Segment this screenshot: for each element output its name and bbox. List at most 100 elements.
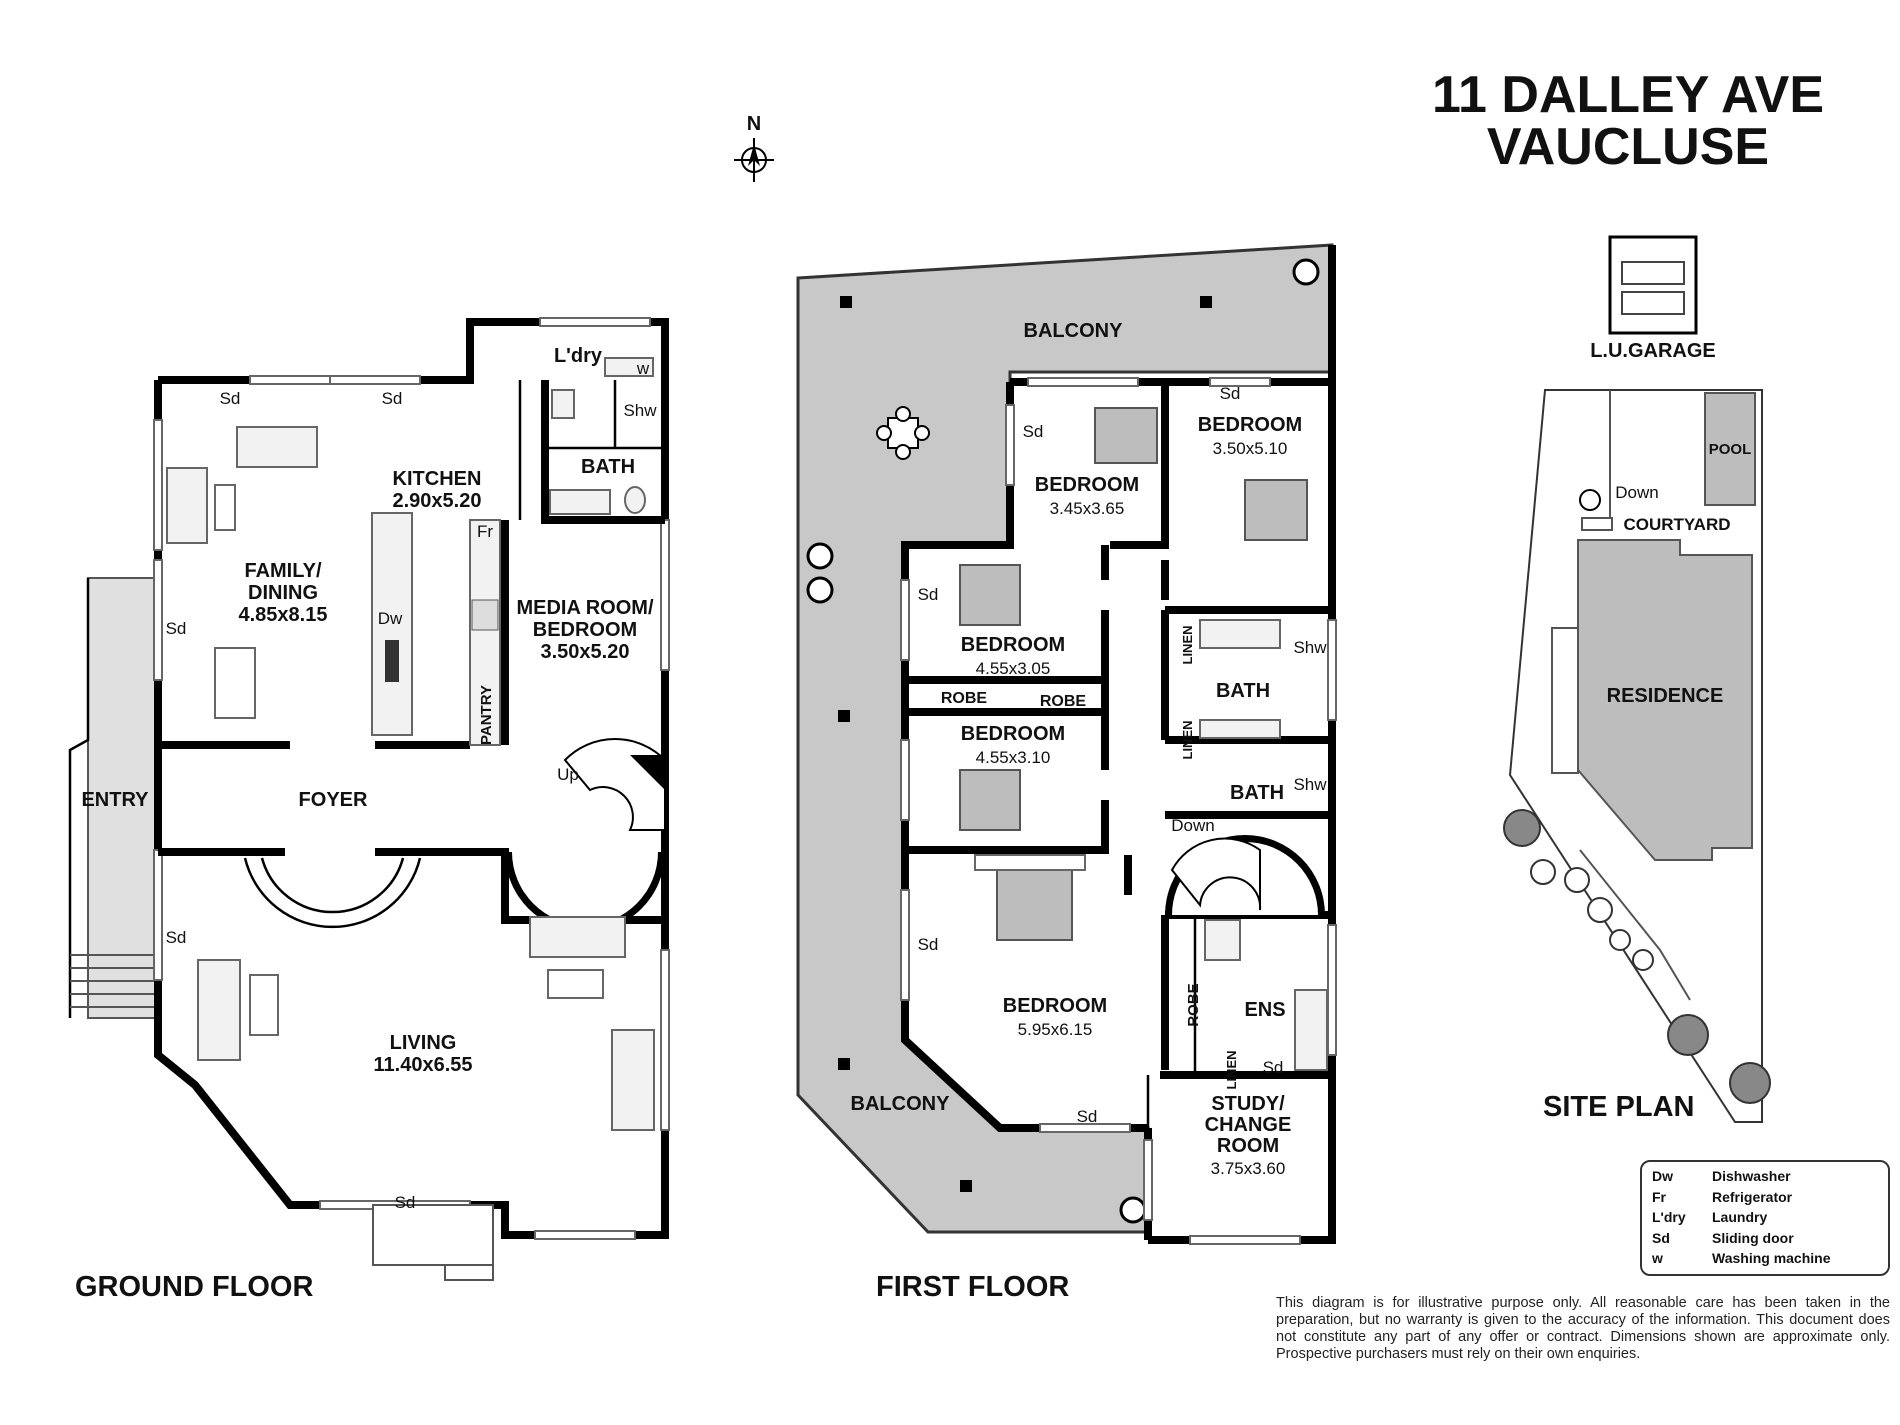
svg-text:PANTRY: PANTRY — [478, 685, 495, 745]
svg-text:Down: Down — [1171, 816, 1214, 835]
svg-text:ROBE: ROBE — [1185, 983, 1202, 1026]
bed1-label: BEDROOM — [1035, 474, 1139, 496]
bed-icon — [996, 869, 1073, 941]
entry-stairs — [70, 954, 158, 1008]
svg-text:LINEN: LINEN — [1224, 1051, 1239, 1090]
media-label: MEDIA ROOM/ — [516, 597, 653, 619]
sofa-icon — [236, 426, 318, 468]
svg-text:Dw: Dw — [378, 609, 403, 628]
outdoor-table-icon — [876, 406, 930, 460]
bed3-label: BEDROOM — [961, 634, 1065, 656]
svg-text:N: N — [747, 113, 761, 135]
svg-text:Shw: Shw — [623, 401, 657, 420]
study-label: STUDY/ — [1211, 1093, 1285, 1115]
svg-text:LINEN: LINEN — [1180, 721, 1195, 760]
study-label-2: CHANGE — [1205, 1114, 1292, 1136]
toilet-icon — [624, 486, 646, 514]
family-label: FAMILY/ — [244, 560, 321, 582]
svg-text:Shw: Shw — [1293, 775, 1327, 794]
media-label-2: BEDROOM — [533, 619, 637, 641]
living-sofa-right-icon — [611, 1029, 655, 1131]
bed-icon — [959, 769, 1021, 831]
kitchen-island — [371, 512, 413, 736]
svg-text:ROBE: ROBE — [941, 690, 988, 707]
bed2-label: BEDROOM — [1198, 414, 1302, 436]
title-suburb: VAUCLUSE — [1487, 118, 1769, 176]
study-label-3: ROOM — [1217, 1135, 1279, 1157]
svg-text:ROBE: ROBE — [1040, 693, 1087, 710]
dining-table-icon — [214, 647, 256, 719]
svg-text:Sd: Sd — [166, 928, 187, 947]
north-arrow-icon: N — [734, 113, 774, 182]
bath1-label: BATH — [1216, 680, 1270, 702]
svg-text:Sd: Sd — [1077, 1107, 1098, 1126]
svg-text:LINEN: LINEN — [1180, 626, 1195, 665]
balcony-bottom-label: BALCONY — [851, 1093, 951, 1115]
bed5-size: 5.95x6.15 — [1018, 1020, 1093, 1039]
garage-label: L.U.GARAGE — [1590, 340, 1716, 362]
family-label-2: DINING — [248, 582, 318, 604]
dishwasher-icon — [385, 640, 399, 682]
bed1-size: 3.45x3.65 — [1050, 499, 1125, 518]
armchair-icon — [166, 467, 208, 544]
ground-floor-plan: KITCHEN 2.90x5.20 FAMILY/ DINING 4.85x8.… — [68, 317, 670, 1303]
car-icon — [1621, 291, 1685, 315]
family-size: 4.85x8.15 — [239, 604, 328, 626]
svg-text:Sd: Sd — [1263, 1058, 1284, 1077]
entry-deck — [87, 577, 159, 1019]
tree-icon — [1667, 1014, 1709, 1056]
residence-footprint — [1577, 539, 1753, 861]
title-address: 11 DALLEY AVE — [1432, 66, 1824, 124]
svg-text:Fr: Fr — [477, 522, 493, 541]
pool-area — [1704, 392, 1756, 506]
residence-label: RESIDENCE — [1607, 685, 1724, 707]
laundry-label: L'dry — [554, 345, 603, 367]
first-floor-heading: FIRST FLOOR — [876, 1271, 1069, 1303]
svg-text:Sd: Sd — [1220, 384, 1241, 403]
ens-bathtub-icon — [1294, 989, 1328, 1071]
first-floor-plan: BEDROOM 3.45x3.65 BEDROOM 3.50x5.10 BEDR… — [796, 243, 1337, 1303]
bed-icon — [1094, 407, 1158, 464]
bed2-size: 3.50x5.10 — [1213, 439, 1288, 458]
living-size: 11.40x6.55 — [374, 1054, 473, 1076]
bed-icon — [1244, 479, 1308, 541]
ground-floor-heading: GROUND FLOOR — [75, 1271, 313, 1303]
legend-row: Sd Sliding door — [1652, 1229, 1794, 1246]
ground-bath-label: BATH — [581, 456, 635, 478]
ens-label: ENS — [1244, 999, 1285, 1021]
media-size: 3.50x5.20 — [541, 641, 630, 663]
bathtub-icon — [1199, 619, 1281, 649]
bed5-label: BEDROOM — [1003, 995, 1107, 1017]
svg-text:Sd: Sd — [382, 389, 403, 408]
disclaimer-text: This diagram is for illustrative purpose… — [1276, 1295, 1890, 1362]
svg-text:Sd: Sd — [918, 935, 939, 954]
legend-box: Dw Dishwasher Fr Refrigerator L'dry Laun… — [1640, 1160, 1890, 1276]
study-size: 3.75x3.60 — [1211, 1159, 1286, 1178]
svg-text:Sd: Sd — [220, 389, 241, 408]
foyer-label: FOYER — [299, 789, 368, 811]
bed4-size: 4.55x3.10 — [976, 748, 1051, 767]
kitchen-size: 2.90x5.20 — [393, 490, 482, 512]
living-label: LIVING — [390, 1032, 457, 1054]
svg-text:w: w — [636, 359, 650, 378]
svg-text:Sd: Sd — [166, 619, 187, 638]
entry-label: ENTRY — [81, 789, 149, 811]
site-plan-heading: SITE PLAN — [1543, 1091, 1694, 1123]
bath2-label: BATH — [1230, 782, 1284, 804]
courtyard-label: COURTYARD — [1623, 515, 1730, 534]
bed4-label: BEDROOM — [961, 723, 1065, 745]
bathtub-icon — [549, 489, 611, 515]
car-icon — [1621, 261, 1685, 285]
legend-row: Fr Refrigerator — [1652, 1188, 1793, 1205]
bed3-size: 4.55x3.05 — [976, 659, 1051, 678]
legend-row: Dw Dishwasher — [1652, 1168, 1791, 1185]
svg-text:Shw: Shw — [1293, 638, 1327, 657]
svg-text:Up: Up — [557, 765, 579, 784]
site-plan: L.U.GARAGE POOL Down COURTYARD RESIDENCE… — [1503, 235, 1771, 1123]
bed-icon — [959, 564, 1021, 626]
balcony-top-label: BALCONY — [1024, 320, 1124, 342]
living-sofa-icon — [529, 916, 626, 958]
washing-machine-icon — [604, 357, 654, 377]
living-sofa-left-icon — [197, 959, 241, 1061]
